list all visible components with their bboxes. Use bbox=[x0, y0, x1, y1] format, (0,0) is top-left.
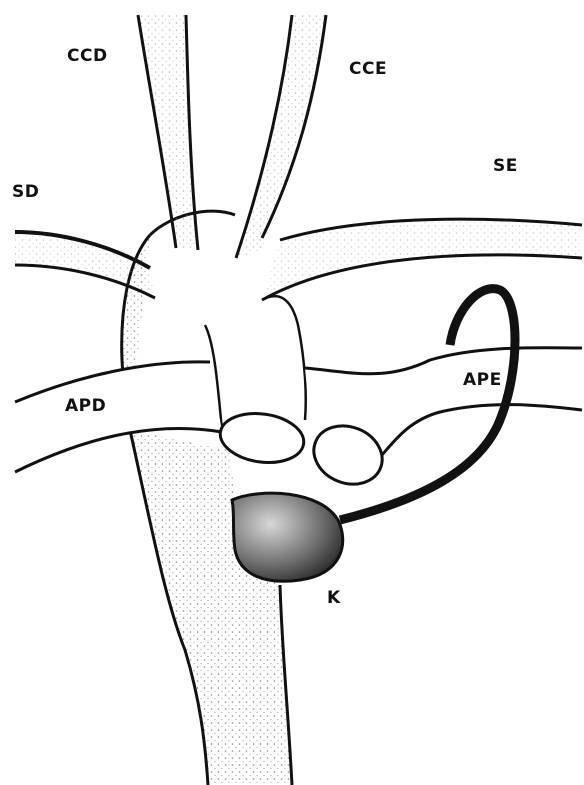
right-subclavian-artery bbox=[15, 232, 155, 298]
right-common-carotid bbox=[138, 15, 198, 250]
label-ape: APE bbox=[463, 370, 502, 390]
left-common-carotid bbox=[236, 15, 326, 258]
label-k: K bbox=[327, 588, 341, 608]
label-ccd: CCD bbox=[67, 46, 108, 66]
label-cce: CCE bbox=[349, 59, 387, 79]
label-sd: SD bbox=[12, 182, 39, 202]
left-subclavian-artery bbox=[262, 219, 582, 302]
k-aneurysm bbox=[232, 493, 343, 581]
label-se: SE bbox=[493, 156, 518, 176]
descending-aorta bbox=[130, 430, 292, 785]
label-apd: APD bbox=[65, 396, 106, 416]
